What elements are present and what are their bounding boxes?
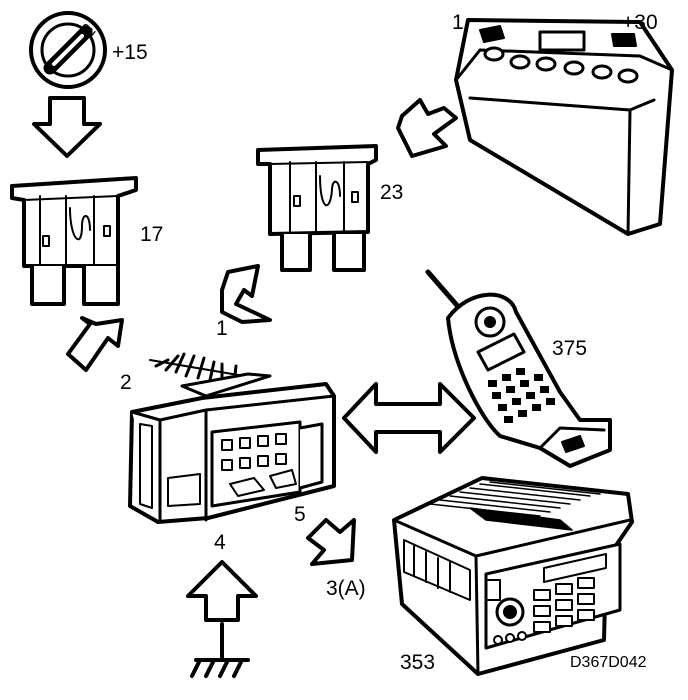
ground-symbol-icon xyxy=(190,622,250,678)
fuse-17-icon xyxy=(10,176,138,306)
arrow-ignition-to-fuse17-icon xyxy=(32,96,102,158)
battery-icon xyxy=(454,18,674,236)
fuse-23-icon xyxy=(256,144,378,272)
label-fuse17-pin: 2 xyxy=(120,371,132,394)
label-battery-terminal: +30 xyxy=(622,11,658,34)
mobile-phone-icon xyxy=(425,269,612,468)
arrow-connector-to-radio-icon xyxy=(306,518,356,566)
arrow-battery-to-fuse23-icon xyxy=(396,98,458,158)
label-fuse23-pin: 1 xyxy=(216,317,228,340)
arrow-fuse17-to-connector-icon xyxy=(66,316,124,372)
connector-block-icon xyxy=(128,352,336,524)
drawing-code: D367D042 xyxy=(570,654,647,671)
ignition-switch-icon xyxy=(29,11,107,89)
ground-arrow-icon xyxy=(186,560,258,622)
arrow-fuse23-to-connector-icon xyxy=(220,264,272,324)
label-radio-pin: 5 xyxy=(294,503,306,526)
label-fuse-17: 17 xyxy=(140,223,164,246)
label-battery-ref: 1 xyxy=(452,11,464,34)
double-arrow-connector-phone-icon xyxy=(342,382,476,454)
radio-unit-icon xyxy=(392,476,634,676)
label-ignition-terminal: +15 xyxy=(112,41,148,64)
label-radio-ref: 353 xyxy=(400,651,436,674)
label-radio-connector: 3(A) xyxy=(326,577,366,600)
label-ground-pin: 4 xyxy=(214,531,226,554)
label-fuse-23: 23 xyxy=(380,181,404,204)
label-phone-ref: 375 xyxy=(552,337,588,360)
